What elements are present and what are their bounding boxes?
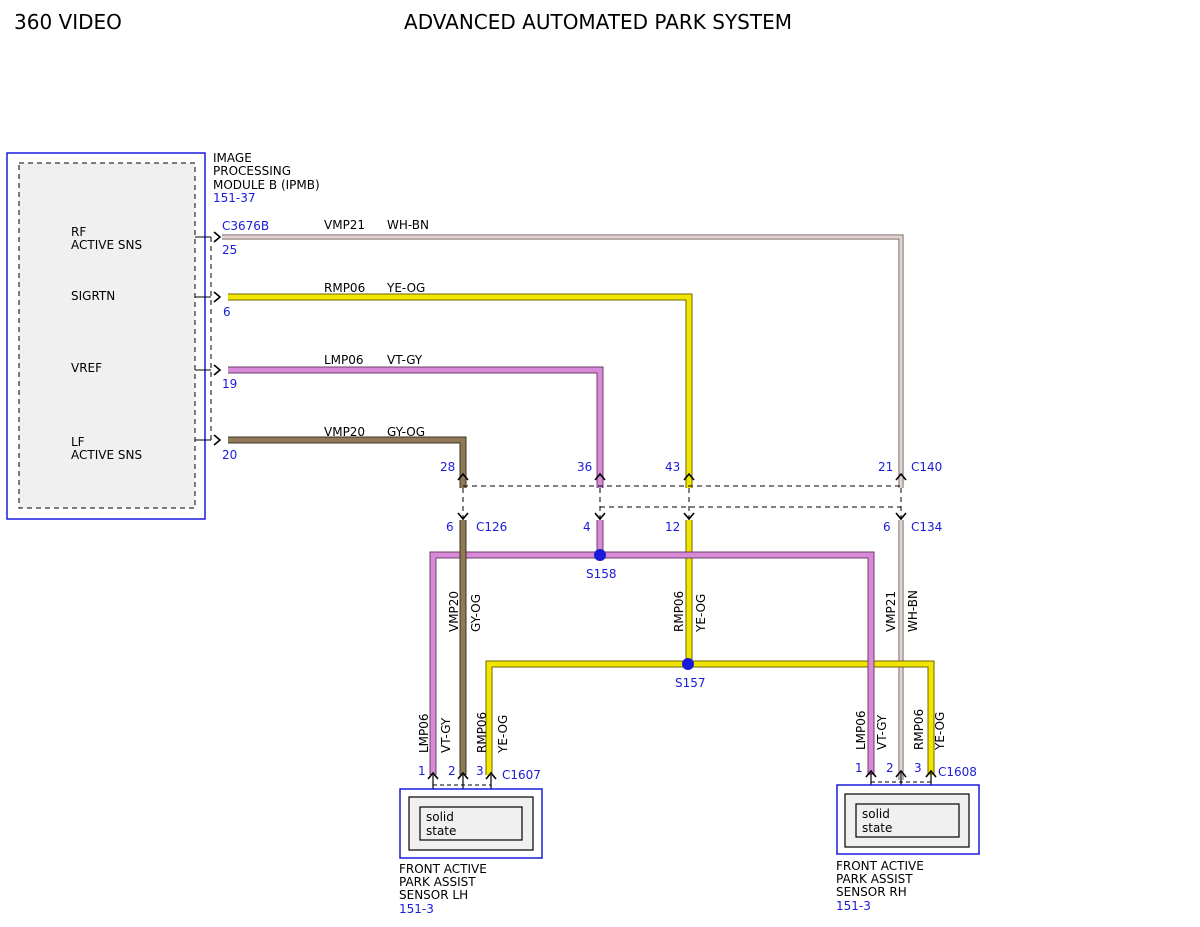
splice-s157 — [682, 658, 694, 670]
circuit-rmp06: RMP06 — [324, 281, 365, 295]
ipmb-internal-leads — [195, 236, 211, 441]
rh-vlabel-vt-gy: VT-GY — [875, 714, 889, 750]
ipmb-module — [6, 152, 212, 520]
ipmb-pin-20: 20 — [222, 448, 237, 462]
rh-vlabel-lmp06: LMP06 — [854, 710, 868, 750]
c140-pin-43: 43 — [665, 460, 680, 474]
c1608-pin-2: 2 — [886, 761, 894, 775]
vlabel-ye-og: YE-OG — [694, 594, 708, 633]
c140-chevrons — [457, 472, 907, 481]
c140-name: C140 — [911, 460, 942, 474]
c1608-name: C1608 — [938, 765, 977, 779]
lh-vlabel-lmp06: LMP06 — [417, 713, 431, 753]
c1607-pin-3: 3 — [476, 764, 484, 778]
sensor-lh-name-line1: FRONT ACTIVE — [399, 862, 487, 876]
vlabel-rmp06: RMP06 — [672, 591, 686, 632]
diagram-main-title: ADVANCED AUTOMATED PARK SYSTEM — [404, 10, 792, 34]
splice-s158 — [594, 549, 606, 561]
pin-label-rf-line2: ACTIVE SNS — [71, 238, 142, 252]
ipmb-name-line1: IMAGE — [213, 151, 252, 165]
sensor-rh-name-line2: PARK ASSIST — [836, 872, 913, 886]
lh-vlabel-rmp06: RMP06 — [475, 712, 489, 753]
c1608-pin-1: 1 — [855, 761, 863, 775]
ipmb-connector-chevrons — [213, 231, 222, 446]
ipmb-name-line3: MODULE B (IPMB) — [213, 178, 320, 192]
sensor-lh-box — [399, 788, 543, 859]
c140-pin-36: 36 — [577, 460, 592, 474]
c134-pin-6: 6 — [883, 520, 891, 534]
color-gy-og: GY-OG — [387, 425, 425, 439]
sensor-lh-name-line2: PARK ASSIST — [399, 875, 476, 889]
c140-pin-28: 28 — [440, 460, 455, 474]
ipmb-pin-19: 19 — [222, 377, 237, 391]
sensor-rh-inner-line1: solid — [862, 807, 890, 821]
sensor-rh-box — [836, 784, 980, 855]
c126-name: C126 — [476, 520, 507, 534]
circuit-lmp06: LMP06 — [324, 353, 364, 367]
vlabel-vmp21: VMP21 — [884, 591, 898, 632]
pin-label-lf: LF — [71, 435, 85, 449]
sensor-lh-inner-line2: state — [426, 824, 456, 838]
vlabel-vmp20: VMP20 — [447, 591, 461, 632]
rh-vlabel-rmp06: RMP06 — [912, 709, 926, 750]
ipmb-connector: C3676B — [222, 219, 269, 233]
wire-vmp20 — [228, 436, 467, 775]
c1607-pin-2: 2 — [448, 764, 456, 778]
pin-label-lf-line2: ACTIVE SNS — [71, 448, 142, 462]
lh-vlabel-vt-gy: VT-GY — [439, 717, 453, 753]
vlabel-gy-og: GY-OG — [469, 594, 483, 632]
ipmb-pin-25: 25 — [222, 243, 237, 257]
splice-s157-label: S157 — [675, 676, 706, 690]
c134-pin-4: 4 — [583, 520, 591, 534]
sensor-lh-name-line3: SENSOR LH — [399, 888, 468, 902]
ipmb-pin-6: 6 — [223, 305, 231, 319]
color-wh-bn: WH-BN — [387, 218, 429, 232]
sensor-rh-ref: 151-3 — [836, 899, 871, 913]
pin-label-vref: VREF — [71, 361, 102, 375]
splice-s158-label: S158 — [586, 567, 617, 581]
c134-name: C134 — [911, 520, 942, 534]
sensor-lh-inner-line1: solid — [426, 810, 454, 824]
sensor-rh-name-line3: SENSOR RH — [836, 885, 907, 899]
ipmb-ref: 151-37 — [213, 191, 256, 205]
circuit-vmp20: VMP20 — [324, 425, 365, 439]
wire-rmp06 — [228, 293, 935, 775]
lh-vlabel-ye-og: YE-OG — [496, 715, 510, 754]
c134-chevrons — [457, 512, 907, 521]
vlabel-wh-bn: WH-BN — [906, 590, 920, 632]
diagram-section-title: 360 VIDEO — [14, 10, 122, 34]
color-vt-gy: VT-GY — [387, 353, 423, 367]
ipmb-name-line2: PROCESSING — [213, 164, 291, 178]
wire-vmp21 — [222, 234, 904, 780]
c140-pin-21: 21 — [878, 460, 893, 474]
pin-label-sigrtn: SIGRTN — [71, 289, 115, 303]
inline-connector-dashes — [462, 485, 902, 520]
c126-pin-6: 6 — [446, 520, 454, 534]
sensor-rh-name-line1: FRONT ACTIVE — [836, 859, 924, 873]
circuit-vmp21: VMP21 — [324, 218, 365, 232]
color-ye-og: YE-OG — [386, 281, 425, 295]
pin-label-rf: RF — [71, 225, 86, 239]
rh-vlabel-ye-og: YE-OG — [933, 712, 947, 751]
c1607-name: C1607 — [502, 768, 541, 782]
c1608-pin-3: 3 — [914, 761, 922, 775]
sensor-lh-ref: 151-3 — [399, 902, 434, 916]
sensor-rh-inner-line2: state — [862, 821, 892, 835]
c1607-pin-1: 1 — [418, 764, 426, 778]
c134-pin-12: 12 — [665, 520, 680, 534]
